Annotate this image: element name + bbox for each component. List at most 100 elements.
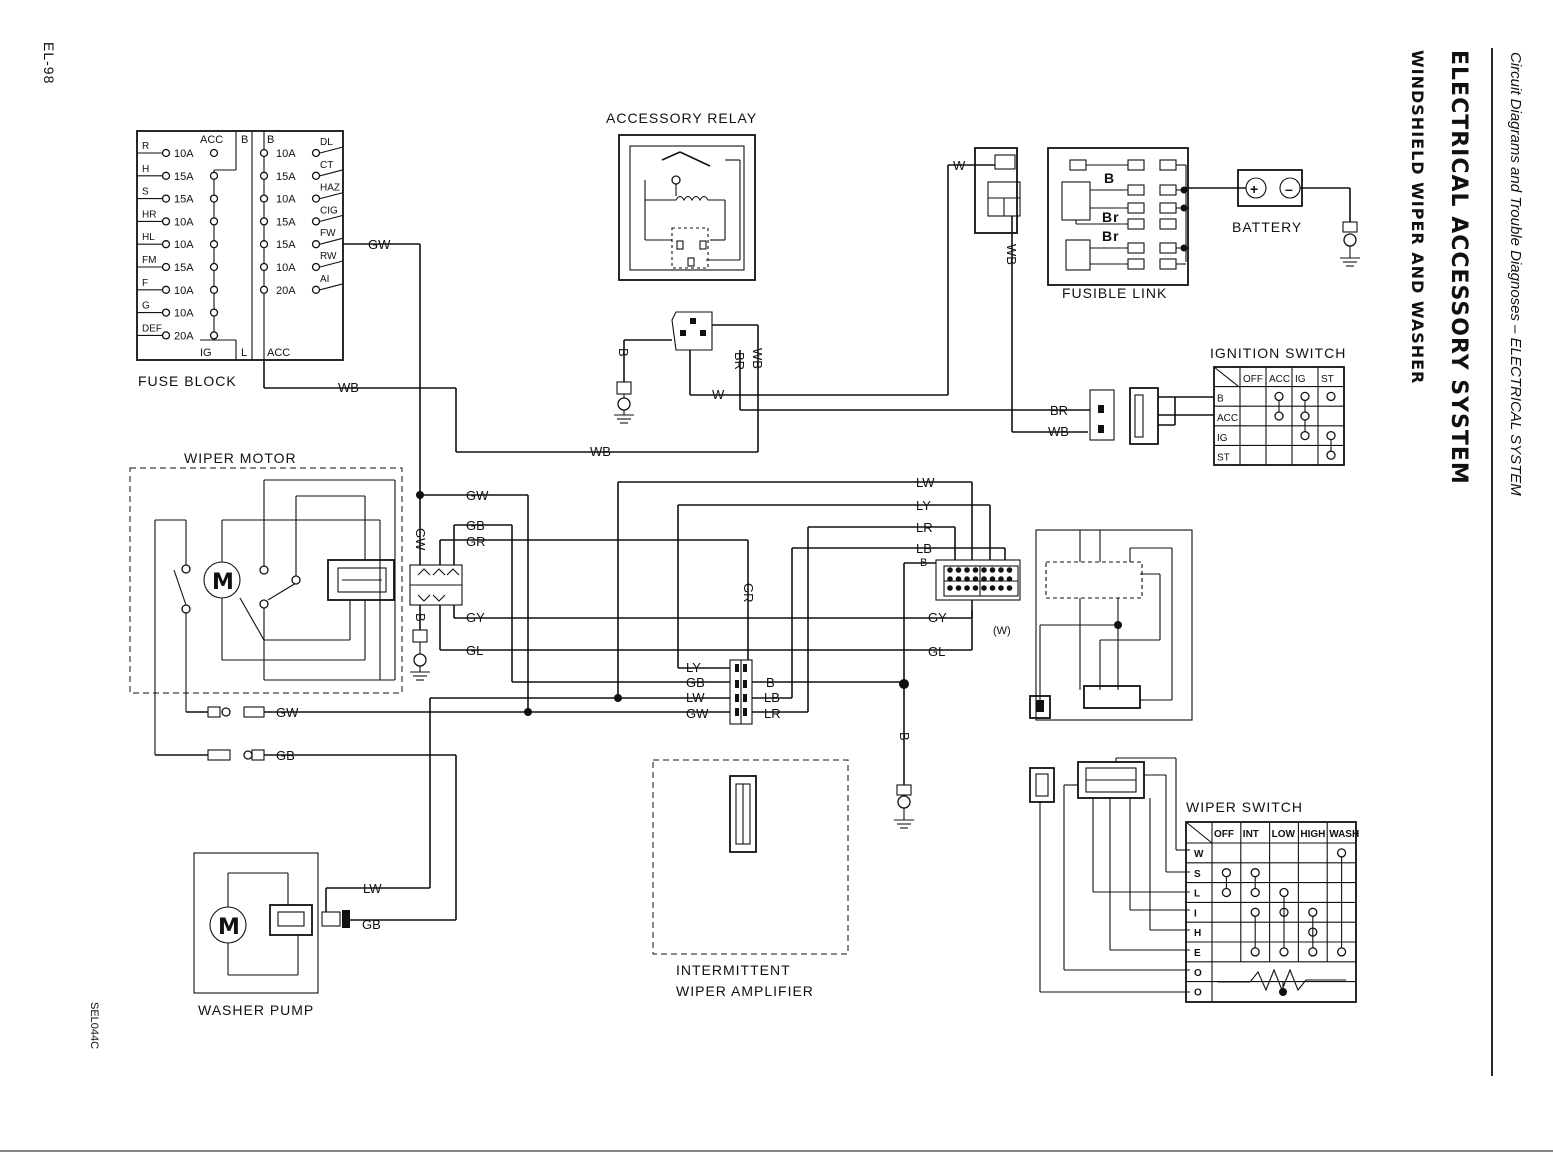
intermittent-amplifier-label-2: WIPER AMPLIFIER	[676, 983, 814, 999]
intermittent-amplifier-connector	[729, 775, 757, 853]
fuse-circuit-rw: RW	[320, 251, 337, 262]
wiper-switch-connector	[1029, 757, 1190, 993]
running-head: Circuit Diagrams and Trouble Diagnoses –…	[1507, 52, 1524, 496]
fuse-circuit-cig: CIG	[320, 205, 338, 216]
ign-col-ig: IG	[1295, 374, 1306, 385]
accessory-relay-label: ACCESSORY RELAY	[606, 110, 757, 126]
washer-pump-housing	[193, 852, 319, 994]
wire-label-b-mid: B	[766, 675, 775, 690]
wire-label-lw-mid: LW	[686, 690, 705, 705]
fuse-rating-right: 10A	[276, 148, 296, 160]
fuse-bottom-ig: IG	[200, 347, 212, 359]
wire-label-relay-wb: WB	[750, 348, 765, 369]
wire-label-b-vert: B	[897, 732, 912, 741]
fuse-rating-right: 15A	[276, 239, 296, 251]
fuse-block-label: FUSE BLOCK	[138, 373, 237, 389]
fusible-link: B Br Br	[1047, 147, 1189, 286]
wire-label-relay-b: B	[616, 348, 631, 357]
wiper-switch-harness	[1029, 529, 1193, 721]
figure-code: SEL044C	[88, 1002, 100, 1049]
wire-label-ly-mid: LY	[686, 660, 701, 675]
fuse-circuit-hr: HR	[142, 209, 156, 220]
mid-connector	[729, 659, 753, 725]
fusible-link-br2: Br	[1102, 228, 1120, 244]
wire-label-fuse-wb: WB	[338, 380, 359, 395]
wire-label-gw-vert: GW	[413, 528, 428, 551]
washer-pump-label: WASHER PUMP	[198, 1002, 314, 1018]
wiper-motor: M	[154, 479, 396, 755]
fuse-rating-right: 15A	[276, 171, 296, 183]
wiper-motor-housing	[129, 467, 403, 694]
ws-col-high: HIGH	[1300, 829, 1325, 840]
amplifier-ground	[894, 784, 914, 829]
ignition-switch-label: IGNITION SWITCH	[1210, 345, 1346, 361]
ignition-connector	[740, 387, 1214, 445]
wire-label-gr-main: GR	[466, 534, 486, 549]
fuse-circuit-fw: FW	[320, 228, 336, 239]
fusible-link-b: B	[1104, 170, 1115, 186]
amplifier-connector	[935, 559, 1021, 601]
ign-col-st: ST	[1321, 374, 1334, 385]
ign-row-b: B	[1217, 394, 1224, 405]
fuse-circuit-haz: HAZ	[320, 183, 340, 194]
ign-col-acc: ACC	[1269, 374, 1290, 385]
wiper-motor-label: WIPER MOTOR	[184, 450, 297, 466]
wire-label-gr-vert: GR	[741, 583, 756, 603]
relay-connector	[623, 311, 948, 452]
wire-label-pump-lw: LW	[363, 881, 382, 896]
wire-label-fusible-wb: WB	[1004, 244, 1019, 265]
fusible-link-label: FUSIBLE LINK	[1062, 285, 1167, 301]
fuse-rating-right: 20A	[276, 285, 296, 297]
fuse-rating-left: 10A	[174, 308, 194, 320]
fuse-rating-left: 10A	[174, 285, 194, 297]
wire-label-b-conn: B	[920, 557, 927, 569]
fuse-rating-left: 15A	[174, 194, 194, 206]
fuse-rating-left: 10A	[174, 239, 194, 251]
fuse-circuit-hl: HL	[142, 232, 155, 243]
section-subtitle: WINDSHIELD WIPER AND WASHER	[1408, 50, 1427, 384]
ign-row-ig: IG	[1217, 433, 1228, 444]
fuse-rating-left: 10A	[174, 216, 194, 228]
fuse-top-b2: B	[267, 134, 274, 146]
battery: + –	[1186, 169, 1360, 267]
washer-pump-symbol: M	[218, 915, 241, 940]
wire-label-lb-top: LB	[916, 541, 932, 556]
wiper-motor-symbol: M	[212, 570, 235, 595]
fuse-rating-left: 15A	[174, 262, 194, 274]
wire-label-lr-top: LR	[916, 520, 933, 535]
ws-row-h: H	[1194, 928, 1201, 939]
ign-col-off: OFF	[1243, 374, 1263, 385]
fuse-circuit-fm: FM	[142, 255, 156, 266]
fuse-circuit-h: H	[142, 164, 149, 175]
fuse-top-acc: ACC	[200, 134, 223, 146]
fuse-bottom-acc: ACC	[267, 347, 290, 359]
fuse-circuit-g: G	[142, 301, 150, 312]
wiper-motor-connector	[409, 540, 463, 681]
wiper-switch-label: WIPER SWITCH	[1186, 799, 1303, 815]
fuse-circuit-ai: AI	[320, 274, 329, 285]
wire-label-gy-main: GY	[466, 610, 485, 625]
wire-label-gw-mid: GW	[686, 706, 709, 721]
wire-label-lb-mid: LB	[764, 690, 780, 705]
battery-label: BATTERY	[1232, 219, 1302, 235]
fuse-rating-left: 20A	[174, 330, 194, 342]
fuse-circuit-ct: CT	[320, 160, 333, 171]
ws-row-s: S	[1194, 869, 1201, 880]
fuse-circuit-dl: DL	[320, 137, 333, 148]
wire-label-pump-gb: GB	[362, 917, 381, 932]
fuse-rating-right: 10A	[276, 262, 296, 274]
fuse-circuit-def: DEF	[142, 323, 162, 334]
fuse-rating-left: 10A	[174, 148, 194, 160]
wire-label-relay-w: W	[712, 387, 725, 402]
fuse-circuit-s: S	[142, 187, 149, 198]
wire-label-relay-br: BR	[732, 352, 747, 370]
fuse-bottom-l: L	[241, 347, 247, 359]
wire-label-fuse-gw: GW	[368, 237, 391, 252]
fuse-circuit-f: F	[142, 278, 148, 289]
ws-row-i: I	[1194, 908, 1197, 919]
wire-label-ly-top: LY	[916, 498, 931, 513]
